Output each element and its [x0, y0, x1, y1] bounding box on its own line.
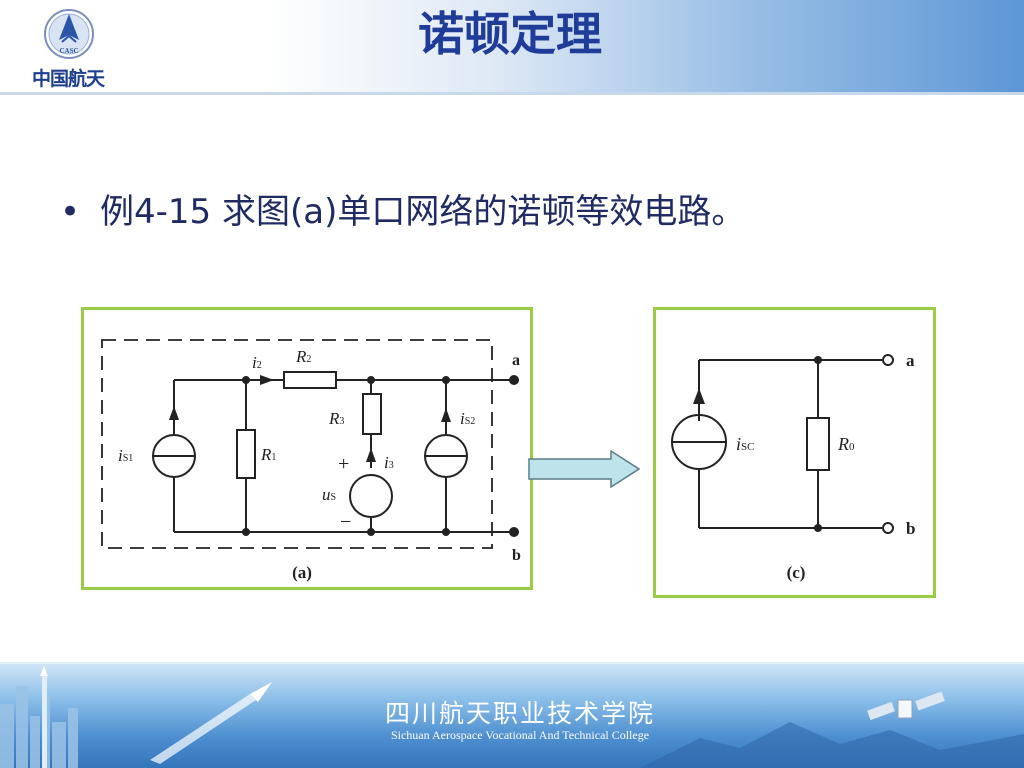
mountain-range-icon — [640, 722, 1024, 768]
rocket-trail-icon — [150, 682, 272, 764]
terminal-a-label: a — [906, 351, 915, 370]
footer-banner: 四川航天职业技术学院 Sichuan Aerospace Vocational … — [0, 664, 1024, 768]
resistor-r1 — [236, 429, 256, 479]
node-top-2 — [367, 376, 375, 384]
label-i3: i3 — [384, 453, 394, 472]
school-name-cn: 四川航天职业技术学院 — [384, 699, 655, 728]
bullet-dot: • — [60, 192, 81, 232]
circuit-a-panel: iS1 R1 i2 R2 R3 i3 uS iS2 + − a b (a) — [81, 307, 533, 590]
transform-arrow-icon — [528, 449, 641, 489]
arrow-is1 — [169, 406, 179, 420]
arrow-is2 — [441, 408, 451, 422]
label-r3: R3 — [328, 409, 344, 428]
node-top — [814, 356, 822, 364]
arrow-i3 — [366, 448, 376, 462]
network-boundary — [101, 339, 493, 549]
resistor-r0 — [806, 417, 830, 471]
label-is2: iS2 — [460, 409, 475, 428]
label-plus: + — [338, 453, 349, 475]
terminal-a-label: a — [512, 352, 520, 369]
school-name-en: Sichuan Aerospace Vocational And Technic… — [390, 728, 650, 742]
node-top-1 — [242, 376, 250, 384]
label-us: uS — [322, 485, 336, 504]
label-r0: R0 — [837, 434, 855, 454]
circuit-a-diagram: iS1 R1 i2 R2 R3 i3 uS iS2 + − a b (a) — [101, 339, 521, 582]
label-r2: R2 — [295, 347, 311, 366]
label-isc: iSC — [736, 434, 754, 454]
node-bottom-3 — [442, 528, 450, 536]
voltage-source-us — [349, 474, 393, 518]
node-top-3 — [442, 376, 450, 384]
resistor-r3 — [362, 393, 382, 435]
node-bottom-2 — [367, 528, 375, 536]
terminal-b-node — [509, 527, 519, 537]
label-r1: R1 — [260, 445, 276, 464]
rocket-launch-icon — [40, 666, 48, 768]
terminal-a-node — [882, 354, 894, 366]
label-i2: i2 — [252, 353, 262, 372]
node-bottom — [814, 524, 822, 532]
caption-c: (c) — [787, 563, 806, 582]
terminal-a-node — [509, 375, 519, 385]
page-title: 诺顿定理 — [418, 7, 602, 61]
logo-badge-text: CASC — [59, 47, 78, 55]
terminal-b-label: b — [906, 519, 915, 538]
terminal-b-label: b — [512, 547, 521, 564]
label-minus: − — [340, 511, 351, 533]
arrow-isc — [693, 388, 705, 404]
casc-emblem-icon: CASC — [44, 9, 94, 59]
arrow-i2 — [260, 375, 274, 385]
circuit-c-panel: iSC R0 a b (c) — [653, 307, 936, 598]
header-divider — [0, 92, 1024, 95]
footer-scenery — [0, 666, 1024, 768]
city-skyline-icon — [0, 686, 78, 768]
terminal-b-node — [882, 522, 894, 534]
node-bottom-1 — [242, 528, 250, 536]
logo-text: 中国航天 — [31, 68, 105, 90]
casc-logo: CASC 中国航天 — [24, 6, 124, 92]
bullet-text: 例4-15 求图(a)单口网络的诺顿等效电路。 — [100, 192, 746, 232]
header-banner — [0, 0, 1024, 92]
resistor-r2 — [283, 371, 337, 389]
satellite-icon — [867, 691, 945, 721]
circuit-c-diagram: iSC R0 a b (c) — [671, 351, 915, 582]
caption-a: (a) — [292, 563, 312, 582]
label-is1: iS1 — [118, 446, 133, 465]
bullet-item: • 例4-15 求图(a)单口网络的诺顿等效电路。 — [60, 186, 1000, 238]
